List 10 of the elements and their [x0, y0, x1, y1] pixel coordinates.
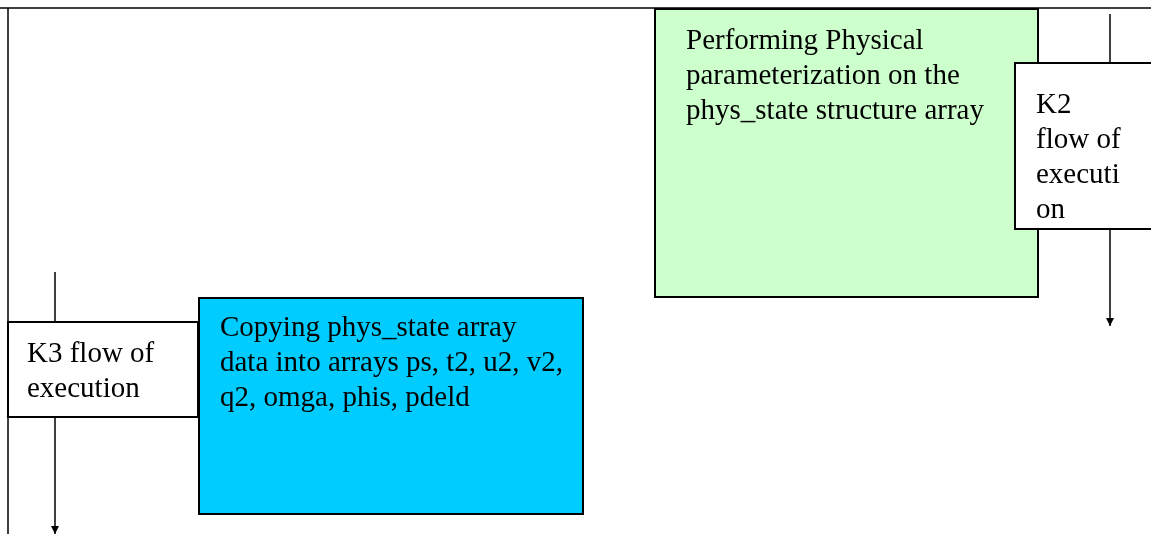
process-box [198, 297, 584, 515]
box-text: Performing Physical parameterization on the phys_state structure array [686, 22, 985, 127]
process-box [1014, 62, 1151, 230]
process-box [654, 8, 1039, 298]
box-text: K3 flow of execution [27, 335, 156, 405]
arrow [51, 417, 59, 534]
box-text: Copying phys_state array data into arrays ps, t2, u2, v2, q2, omga, phis, pdeld [220, 309, 565, 414]
arrow [1106, 229, 1114, 327]
process-box [7, 321, 199, 418]
box-text: K2 flow of execution [1036, 86, 1122, 226]
